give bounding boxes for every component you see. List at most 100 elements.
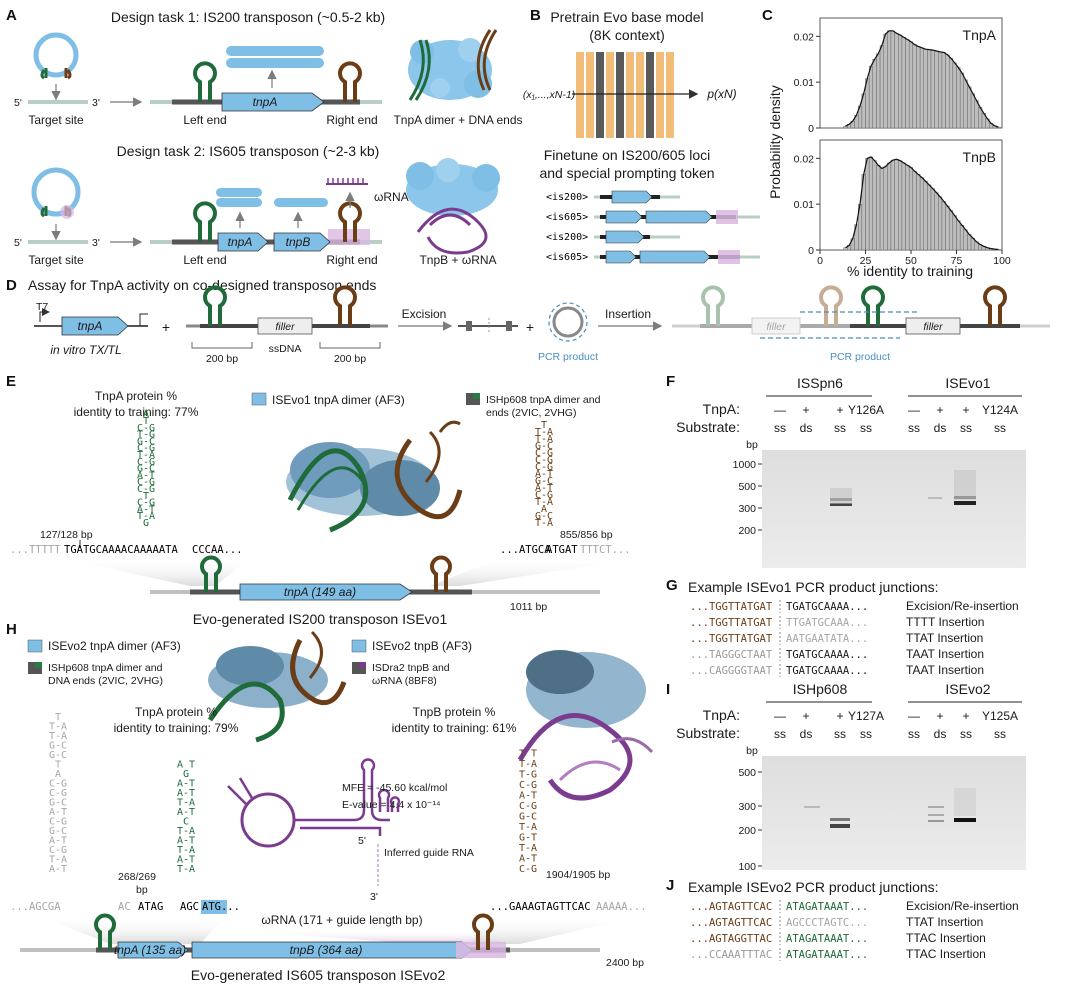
hairpin-base: T <box>55 760 61 771</box>
e-right-seq-mid: ATGAT <box>546 544 578 556</box>
hairpin-base: G <box>183 769 189 780</box>
hairpin-base: T-A <box>137 450 155 461</box>
histogram-bar <box>868 65 873 129</box>
model-layer-bar <box>656 52 664 138</box>
hairpin-base: C-G <box>519 780 537 791</box>
junction-left: ...TGGTTATGAT <box>690 601 773 613</box>
h-legend-isevo2-tnpa: ISEvo2 tnpA dimer (AF3) <box>48 639 181 653</box>
histogram-bar <box>901 37 906 129</box>
histogram-bar <box>887 30 892 129</box>
histogram-bar <box>967 234 972 251</box>
hairpin-base: A-T <box>519 791 537 802</box>
h-right-seq-a: ...GAAAG <box>490 901 541 913</box>
junction-left: ...CAGGGGTAAT <box>690 665 773 677</box>
token-2: <is605> <box>546 212 588 223</box>
filler-label-2: filler <box>923 321 943 333</box>
panel-letter-j: J <box>666 877 674 894</box>
junction-right: TGATGCAAAA... <box>786 649 868 661</box>
panel-letter-f: F <box>666 373 675 390</box>
x-tick-label: 25 <box>860 255 872 267</box>
histogram-bar <box>916 46 921 129</box>
txtl-label: in vitro TX/TL <box>50 343 121 357</box>
isevo2-tnpb-structure <box>517 650 654 801</box>
hairpin-base: G-C <box>49 826 67 837</box>
omega-rna-secondary-structure <box>227 758 401 886</box>
histogram-bar <box>941 201 946 251</box>
h-guide-rna: Inferred guide RNA <box>384 847 474 859</box>
histogram-bar <box>949 58 954 129</box>
junction-label: Excision/Re-insertion <box>906 599 1019 613</box>
panel-b: B Pretrain Evo base model (8K context) (… <box>523 7 760 264</box>
histogram-bar <box>952 215 957 251</box>
h-tnpb-label: tnpB (364 aa) <box>290 943 363 957</box>
right-end-hairpin-sequence: TT-AT-AG-CC-GC-GC-GA-TG-CA-TC-GT-AAG-CT-… <box>535 420 553 529</box>
plus-sign-1: + <box>162 319 170 335</box>
target-site-label-2: Target site <box>28 253 84 267</box>
h-legend-isevo2-tnpb: ISEvo2 tnpB (AF3) <box>372 639 472 653</box>
histogram-bar <box>898 160 903 251</box>
panel-d: D Assay for TnpA activity on co-designed… <box>6 277 1050 365</box>
legend-swatch-isevo1 <box>251 392 267 406</box>
y-tick-label: 0 <box>808 245 814 257</box>
histogram-bar <box>912 170 917 251</box>
junction-label: TAAT Insertion <box>906 647 984 661</box>
plasmid-icon <box>33 32 79 78</box>
e-caption: Evo-generated IS200 transposon ISEvo1 <box>193 611 448 627</box>
histogram-bar <box>876 165 881 251</box>
hairpin-base: A-T <box>177 807 195 818</box>
token-4: <is605> <box>546 252 588 263</box>
panel-letter-c: C <box>762 7 773 24</box>
histogram-bar <box>974 100 979 129</box>
right-end-hairpin-icon <box>338 61 362 102</box>
e-left-seq-end: CCCAA... <box>192 544 243 556</box>
histogram-bar <box>959 225 964 251</box>
model-layer-bar <box>576 52 584 138</box>
hairpin-base: A-T <box>177 779 195 790</box>
hairpin-base: T-A <box>535 497 553 508</box>
histogram-bar <box>945 54 950 129</box>
lane-substrate-value: ds <box>934 727 947 741</box>
f-tnpa-label: TnpA: <box>703 401 740 417</box>
i-gel-image <box>762 756 1026 870</box>
histogram-bar <box>927 184 932 251</box>
circular-product-icon <box>552 306 584 338</box>
hairpin-base: A-T <box>177 836 195 847</box>
x-tick-label: 75 <box>951 255 963 267</box>
panel-letter-b: B <box>530 7 541 24</box>
h-three-prime: 3' <box>370 891 378 903</box>
model-input-label: (x₁,...,xN-1) <box>523 89 575 101</box>
pcr-product-label-1: PCR product <box>538 351 598 363</box>
legend-ishp608-line1: ISHp608 tnpA dimer and <box>486 394 601 406</box>
hairpin-base: A-T <box>137 470 155 481</box>
tnpB-omega-caption: TnpB + ωRNA <box>419 253 496 267</box>
h-legend-ishp608-line1: ISHp608 tnpA dimer and <box>48 662 163 674</box>
hairpin-base: C-G <box>49 817 67 828</box>
hairpin-base: C-G <box>535 462 553 473</box>
hairpin-base: C-G <box>49 845 67 856</box>
token-1: <is200> <box>546 192 588 203</box>
histogram-bar <box>883 166 888 251</box>
junction-label: TTAT Insertion <box>906 915 983 929</box>
tnpB-omega-structure <box>406 158 500 255</box>
lane-tnpa-value: Y125A <box>982 709 1018 723</box>
plasmid-icon-2 <box>31 167 81 217</box>
panel-a: A Design task 1: IS200 transposon (~0.5-… <box>6 7 523 267</box>
lane-tnpa-value: + <box>936 403 943 417</box>
lane-substrate-value: ss <box>860 727 872 741</box>
hairpin-base: T-A <box>177 845 195 856</box>
filler-label-ghost: filler <box>766 321 786 333</box>
hairpin-base: C-G <box>137 484 155 495</box>
hairpin-base: T T <box>519 749 537 760</box>
h-tnpa-label: tnpA (135 aa) <box>114 943 186 957</box>
e-identity-line1: TnpA protein % <box>95 389 177 403</box>
y-tick-label: 0.02 <box>794 31 815 43</box>
hairpin-base: A-T <box>177 788 195 799</box>
lane-tnpa-value: + <box>802 403 809 417</box>
h-legend-ishp608-line2: DNA ends (2VIC, 2VHG) <box>48 675 163 687</box>
hairpin-base: T-A <box>177 864 195 875</box>
i-tnpa-label: TnpA: <box>703 707 740 723</box>
lane-tnpa-value: + <box>962 403 969 417</box>
marker-label: 300 <box>738 503 756 515</box>
